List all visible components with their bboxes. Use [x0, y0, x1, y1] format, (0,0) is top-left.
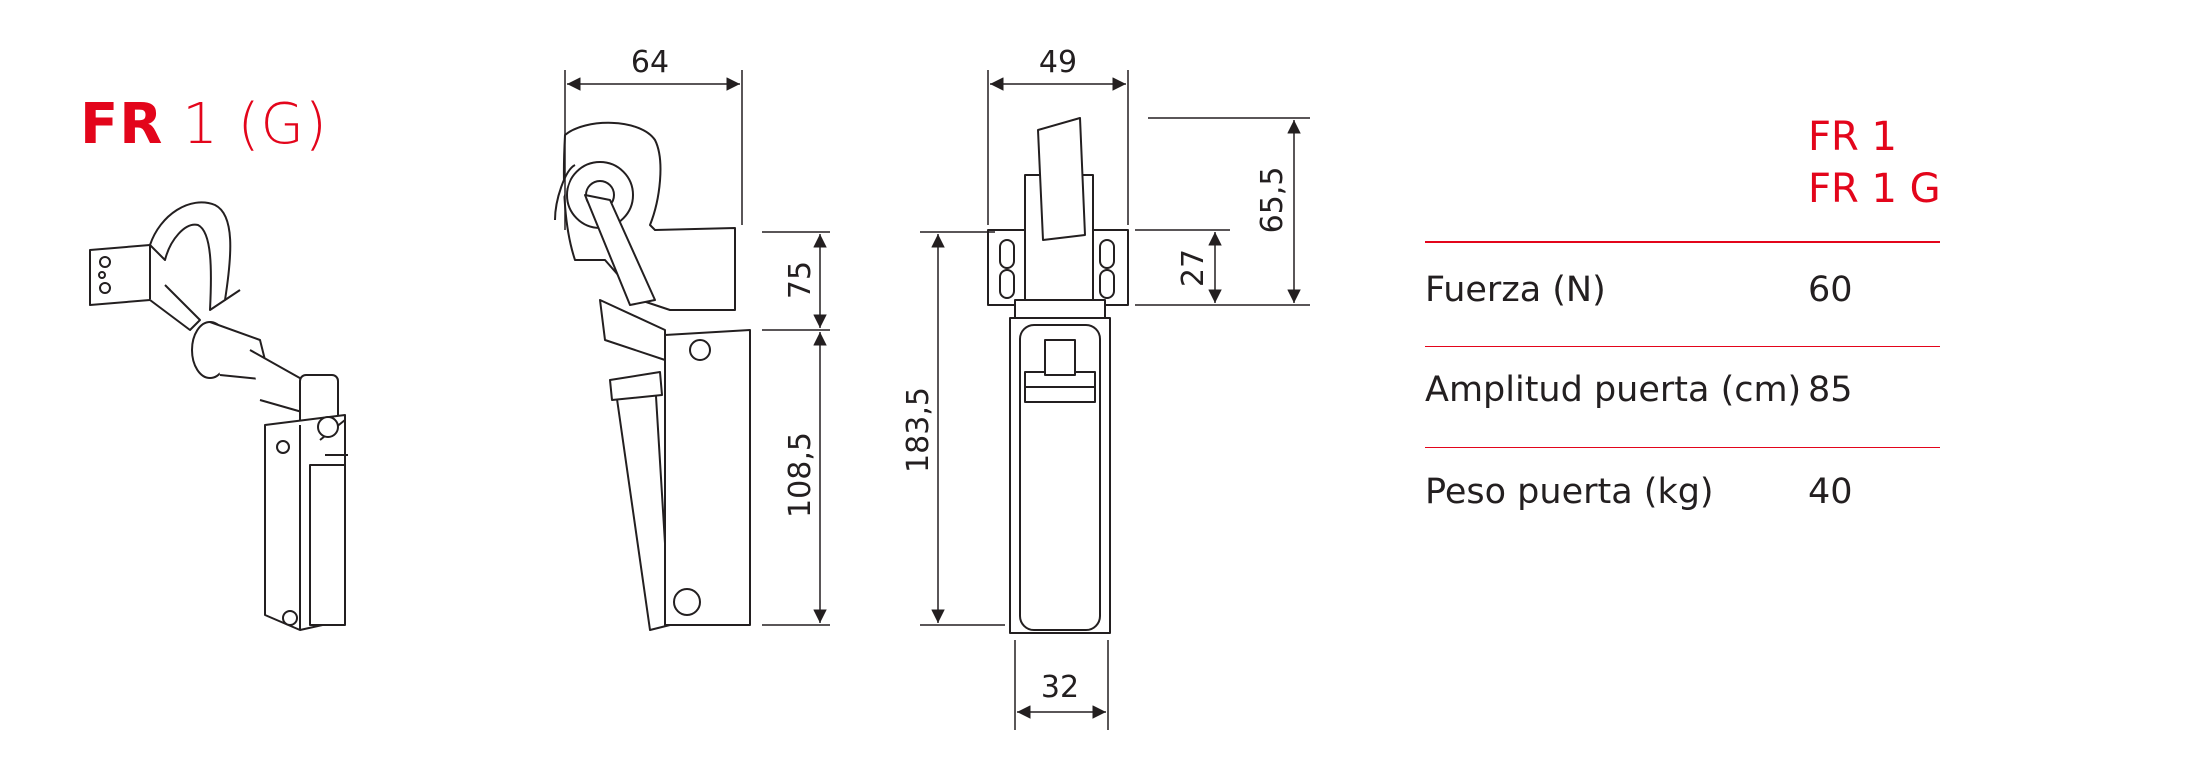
product-title-main: FR — [80, 92, 164, 157]
dim-front-bracket: 27 — [1176, 249, 1211, 287]
product-title: FR 1 (G) — [80, 92, 328, 157]
table-divider — [1425, 447, 1940, 448]
isometric-view — [89, 201, 348, 631]
table-row-value: 60 — [1808, 270, 1853, 310]
dim-side-width: 64 — [631, 45, 669, 80]
table-header-fr1g: FR 1 G — [1808, 166, 1941, 212]
table-row-value: 85 — [1808, 370, 1853, 410]
front-dim-lines — [920, 70, 1310, 730]
table-row-label: Fuerza (N) — [1425, 270, 1606, 310]
side-dim-lines — [564, 70, 830, 626]
dim-side-upper: 75 — [783, 261, 818, 299]
table-row-label: Peso puerta (kg) — [1425, 472, 1714, 512]
side-view — [554, 121, 751, 631]
table-divider — [1425, 241, 1940, 243]
dim-front-top: 65,5 — [1255, 167, 1290, 234]
dim-front-total: 183,5 — [901, 387, 936, 473]
table-row-label: Amplitud puerta (cm) — [1425, 370, 1802, 410]
dim-front-width: 49 — [1039, 45, 1077, 80]
product-title-variant: 1 (G) — [182, 92, 328, 157]
table-divider — [1425, 346, 1940, 347]
dim-front-bottom: 32 — [1041, 670, 1079, 705]
table-row-value: 40 — [1808, 472, 1853, 512]
dim-side-lower: 108,5 — [783, 432, 818, 518]
table-header-fr1: FR 1 — [1808, 114, 1897, 160]
front-view — [987, 117, 1129, 634]
